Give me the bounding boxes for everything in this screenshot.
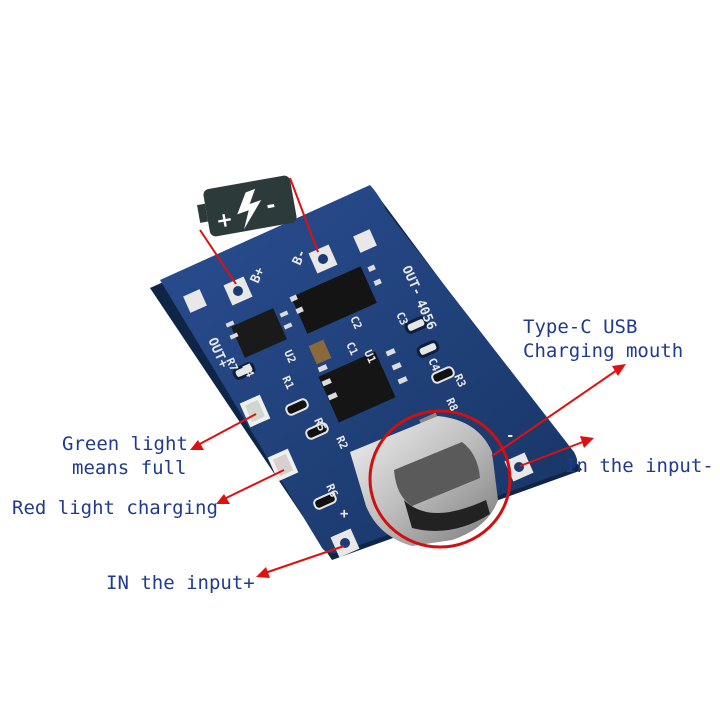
silk-b-minus: B- <box>290 247 310 267</box>
label-green-light-line1: Green light <box>62 433 188 455</box>
battery-minus-sign: - <box>264 193 277 219</box>
silk-r4: R4 <box>239 362 256 380</box>
chip-u2 <box>225 308 293 358</box>
label-type-c-usb: Type-C USB <box>523 316 638 338</box>
silk-r7: R7 <box>223 356 240 373</box>
usb-c-connector <box>350 416 498 546</box>
label-input-minus: In the input- <box>565 455 714 477</box>
label-green-light-line2: means full <box>72 457 187 479</box>
label-input-plus: IN the input+ <box>106 572 255 594</box>
lightning-bolt-icon <box>237 188 262 230</box>
label-charging-mouth: Charging mouth <box>523 340 684 362</box>
chip-u1 <box>317 348 408 423</box>
annotation-arrows <box>190 364 626 578</box>
silk-u2: U2 <box>281 348 298 365</box>
chip-top <box>289 264 382 334</box>
solder-pads <box>183 229 534 558</box>
label-red-light: Red light charging <box>12 497 218 519</box>
silk-in-minus: - <box>506 428 514 444</box>
silk-c1: C1 <box>343 340 360 358</box>
silk-r1: R1 <box>279 374 296 392</box>
silk-r3: R3 <box>451 372 468 389</box>
silk-c3: C3 <box>393 310 410 327</box>
silk-in-plus: + <box>340 506 348 522</box>
silk-r8: R8 <box>443 396 460 413</box>
silk-u1: U1 <box>361 348 378 366</box>
silk-c4: C4 <box>425 356 442 374</box>
silk-r5: R5 <box>311 416 328 433</box>
silk-b-plus: B+ <box>248 265 268 286</box>
silk-c2: C2 <box>347 314 364 331</box>
battery-icon: + - <box>197 175 297 237</box>
passive-components <box>232 316 455 510</box>
battery-wires <box>199 177 319 285</box>
silk-r6: R6 <box>323 482 340 500</box>
battery-plus-sign: + <box>214 206 235 233</box>
highlight-circle <box>368 409 512 549</box>
silk-r2: R2 <box>333 434 350 451</box>
